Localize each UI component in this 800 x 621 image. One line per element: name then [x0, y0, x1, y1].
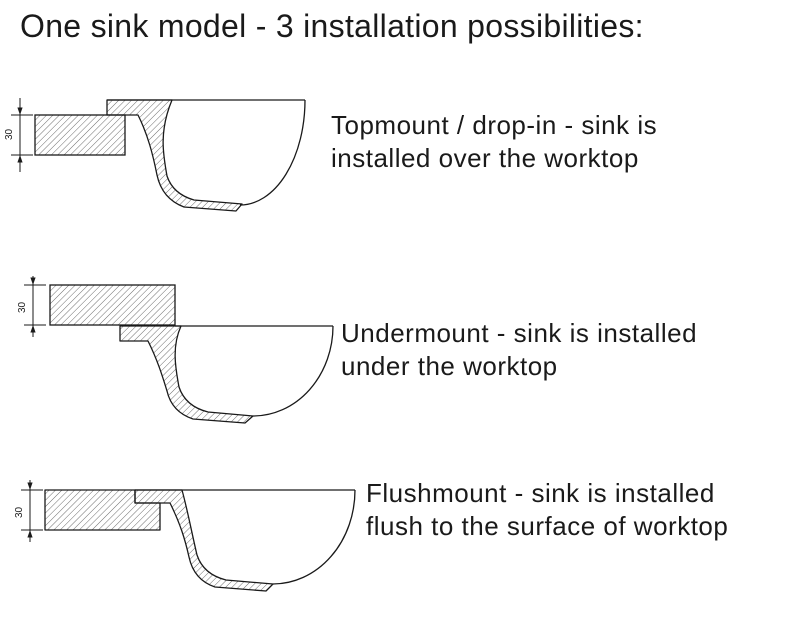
- page-title: One sink model - 3 installation possibil…: [20, 8, 644, 44]
- undermount-caption: Undermount - sink is installed under the…: [341, 317, 800, 383]
- undermount-diagram: 30: [17, 276, 334, 424]
- worktop-cross-section: [34, 114, 126, 156]
- topmount-caption-line1: Topmount / drop-in - sink is: [331, 110, 658, 140]
- sink-bowl-arc: [239, 99, 306, 206]
- dimension-30-topmount: 30: [4, 98, 33, 172]
- flushmount-diagram: 30: [14, 480, 356, 592]
- topmount-caption-line2: installed over the worktop: [331, 143, 639, 174]
- worktop-cross-section: [49, 284, 176, 326]
- sink-wall-cross-section: [119, 325, 254, 424]
- sink-wall-cross-section: [134, 489, 274, 592]
- dimension-30-flushmount: 30: [14, 480, 43, 542]
- topmount-diagram: 30: [4, 98, 306, 212]
- dimension-value: 30: [17, 301, 28, 313]
- undermount-caption-line1: Undermount - sink is installed: [341, 318, 698, 348]
- flushmount-caption-line1: Flushmount - sink is installed: [366, 478, 715, 508]
- dimension-arrow-down-icon: [30, 325, 36, 333]
- topmount-caption: Topmount / drop-in - sink is installed o…: [331, 109, 800, 175]
- dimension-arrow-down-icon: [17, 155, 23, 163]
- sink-bowl-arc: [252, 325, 334, 417]
- dimension-value: 30: [14, 506, 25, 518]
- flushmount-caption-line2: flush to the surface of worktop: [366, 511, 729, 542]
- sink-bowl-arc: [272, 489, 356, 585]
- dimension-arrow-down-icon: [27, 530, 33, 538]
- dimension-arrow-up-icon: [30, 277, 36, 285]
- undermount-caption-line2: under the worktop: [341, 351, 558, 382]
- dimension-30-undermount: 30: [17, 276, 46, 337]
- dimension-value: 30: [4, 128, 15, 140]
- sink-wall-cross-section: [106, 99, 243, 212]
- dimension-arrow-up-icon: [27, 482, 33, 490]
- flushmount-caption: Flushmount - sink is installed flush to …: [366, 477, 800, 543]
- dimension-arrow-up-icon: [17, 107, 23, 115]
